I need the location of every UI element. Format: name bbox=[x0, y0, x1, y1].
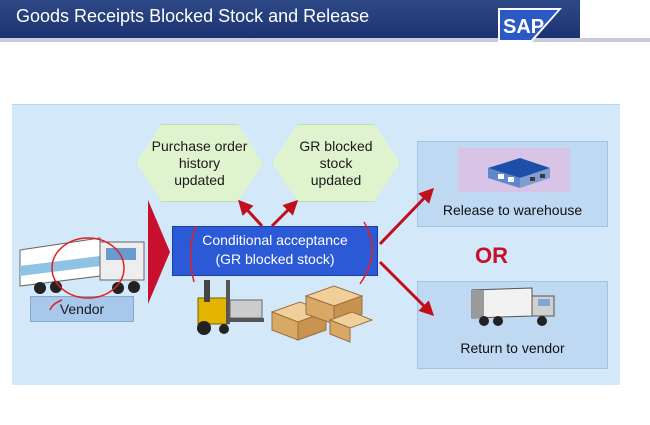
gr-blocked-bubble: GR blocked stock updated bbox=[272, 124, 400, 202]
conditional-acceptance-box: Conditional acceptance (GR blocked stock… bbox=[172, 226, 378, 276]
header-divider bbox=[0, 38, 650, 42]
center-box-line-2: (GR blocked stock) bbox=[215, 251, 335, 267]
title-bar bbox=[0, 0, 580, 38]
return-to-vendor-box: Return to vendor bbox=[417, 281, 608, 369]
release-to-warehouse-box: Release to warehouse bbox=[417, 141, 608, 227]
vendor-truck-icon bbox=[19, 237, 145, 294]
arrow-to-po-bubble bbox=[237, 199, 264, 228]
annotation-mark-vendor bbox=[49, 299, 63, 311]
release-label: Release to warehouse bbox=[442, 202, 583, 218]
vendor-label-box: Vendor bbox=[30, 296, 134, 322]
center-box-line-1: Conditional acceptance bbox=[202, 232, 348, 248]
gr-bubble-line-3: updated bbox=[310, 171, 362, 188]
gr-bubble-line-2: stock bbox=[319, 154, 353, 171]
annotation-circle-truck bbox=[51, 237, 125, 299]
po-bubble-line-1: Purchase order bbox=[151, 137, 248, 154]
sap-logo-text: SAP bbox=[503, 16, 544, 38]
arrow-to-return bbox=[378, 260, 435, 317]
boxes-icon bbox=[270, 285, 374, 343]
sap-logo: SAP bbox=[498, 8, 562, 42]
return-label: Return to vendor bbox=[460, 340, 565, 356]
po-bubble-line-2: history bbox=[178, 154, 221, 171]
red-triangle-arrow-icon bbox=[148, 200, 170, 304]
return-truck-icon bbox=[471, 287, 555, 326]
slide-title: Goods Receipts Blocked Stock and Release bbox=[16, 6, 370, 26]
arrow-to-release bbox=[378, 187, 435, 246]
gr-bubble-line-1: GR blocked bbox=[299, 137, 373, 154]
forklift-icon bbox=[197, 280, 264, 335]
vendor-label: Vendor bbox=[59, 301, 105, 317]
title-header: Goods Receipts Blocked Stock and Release… bbox=[0, 0, 650, 42]
po-history-bubble: Purchase order history updated bbox=[136, 124, 263, 202]
annotation-bracket-left bbox=[189, 225, 197, 283]
annotation-bracket-right bbox=[359, 221, 373, 285]
arrow-to-gr-bubble bbox=[270, 199, 299, 228]
or-label: OR bbox=[475, 243, 508, 268]
po-bubble-line-3: updated bbox=[174, 171, 225, 188]
warehouse-icon bbox=[458, 148, 570, 192]
